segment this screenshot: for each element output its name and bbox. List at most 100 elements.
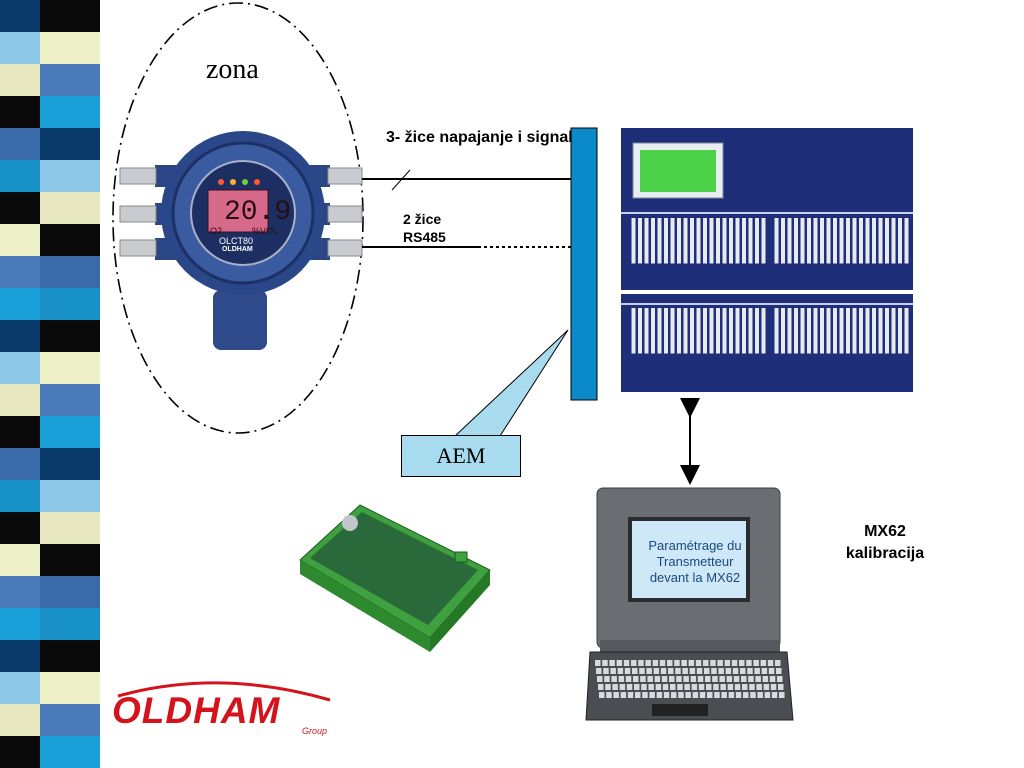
rack-card [768, 308, 772, 354]
keyboard-key [713, 684, 719, 690]
rack-card [807, 308, 811, 354]
keyboard-key [663, 692, 670, 698]
sidebar-stripe [0, 608, 40, 640]
rack-card [748, 308, 753, 354]
sidebar-stripe [40, 384, 100, 416]
keyboard-key [718, 668, 724, 674]
laptop-terminal [585, 487, 794, 721]
sidebar-stripe [40, 288, 100, 320]
sidebar-stripe [40, 512, 100, 544]
keyboard-key [775, 660, 781, 666]
keyboard-key [731, 660, 738, 666]
transmitter-display-unit: %VOL [252, 226, 279, 236]
rack-card [709, 218, 714, 264]
controller-caption-line2: kalibracija [845, 545, 925, 562]
rack-card [670, 308, 675, 354]
sidebar-stripe [0, 480, 40, 512]
keyboard-key [717, 660, 723, 666]
rack-card [826, 308, 831, 354]
rack-card [657, 308, 662, 354]
rack-card [898, 308, 902, 354]
keyboard-key [755, 676, 761, 682]
sidebar-stripe [0, 0, 40, 32]
keyboard-key [740, 668, 746, 674]
keyboard-key [768, 668, 775, 674]
keyboard-key [714, 692, 720, 698]
transmitter-display-brand: OLCT80 [219, 236, 254, 246]
keyboard-key [703, 660, 709, 666]
keyboard-key [639, 668, 645, 674]
sidebar-stripe [40, 448, 100, 480]
keyboard-key [728, 692, 735, 698]
keyboard-key [704, 668, 710, 674]
keyboard-key [652, 660, 659, 666]
oldham-logo: OLDHAM [112, 690, 281, 731]
keyboard-key [638, 660, 644, 666]
rack-card [807, 218, 811, 264]
keyboard-key [707, 692, 713, 698]
sidebar-stripe [0, 384, 40, 416]
rack-card [729, 308, 733, 354]
keyboard-key [596, 668, 602, 674]
rack-card [683, 218, 688, 264]
rack-card [625, 218, 629, 264]
keyboard-key [762, 676, 769, 682]
keyboard-key [763, 684, 770, 690]
transmitter-device [119, 131, 363, 350]
keyboard-key [764, 692, 771, 698]
keyboard-key [674, 660, 680, 666]
controller-caption-line1: MX62 [864, 523, 906, 540]
controller-rack [621, 128, 913, 392]
keyboard-key [746, 660, 752, 666]
rack-card [800, 218, 805, 264]
keyboard-key [677, 684, 683, 690]
keyboard-key [739, 660, 745, 666]
rack-card [839, 308, 844, 354]
sidebar-stripe [40, 576, 100, 608]
rack-card [800, 308, 805, 354]
sidebar-stripe [0, 576, 40, 608]
rack-card [690, 218, 694, 264]
rack-card [644, 218, 649, 264]
keyboard-key [706, 684, 712, 690]
sidebar-stripe [0, 320, 40, 352]
rack-card [631, 308, 636, 354]
rack-card [703, 218, 707, 264]
sidebar-stripe [40, 608, 100, 640]
keyboard-key [646, 668, 652, 674]
sidebar-stripe [40, 32, 100, 64]
keyboard-key [633, 676, 639, 682]
sidebar-stripe [40, 704, 100, 736]
sidebar-stripe [0, 288, 40, 320]
keyboard-key [610, 668, 616, 674]
keyboard-key [617, 668, 624, 674]
sidebar-stripe [40, 736, 100, 768]
sidebar-stripe [40, 0, 100, 32]
keyboard-key [661, 676, 668, 682]
keyboard-key [695, 660, 702, 666]
rack-card [651, 308, 655, 354]
rack-card [722, 308, 727, 354]
rack-card [787, 308, 792, 354]
rack-card [859, 218, 863, 264]
keyboard-key [691, 684, 698, 690]
keyboard-key [598, 684, 604, 690]
keyboard-key [669, 676, 675, 682]
keyboard-key [761, 668, 768, 674]
sidebar-stripe [0, 256, 40, 288]
rack-card [904, 218, 909, 264]
rack-card [722, 218, 727, 264]
rack-card [696, 308, 701, 354]
rack-card [813, 308, 818, 354]
keyboard-key [682, 668, 688, 674]
keyboard-key [767, 660, 774, 666]
sidebar-stripe [40, 544, 100, 576]
sidebar-stripe [40, 160, 100, 192]
keyboard-key [603, 668, 609, 674]
keyboard-key [602, 660, 608, 666]
rack-card [755, 218, 759, 264]
sidebar-stripe [0, 32, 40, 64]
keyboard-key [659, 660, 666, 666]
keyboard-key [678, 692, 684, 698]
keyboard-key [760, 660, 767, 666]
